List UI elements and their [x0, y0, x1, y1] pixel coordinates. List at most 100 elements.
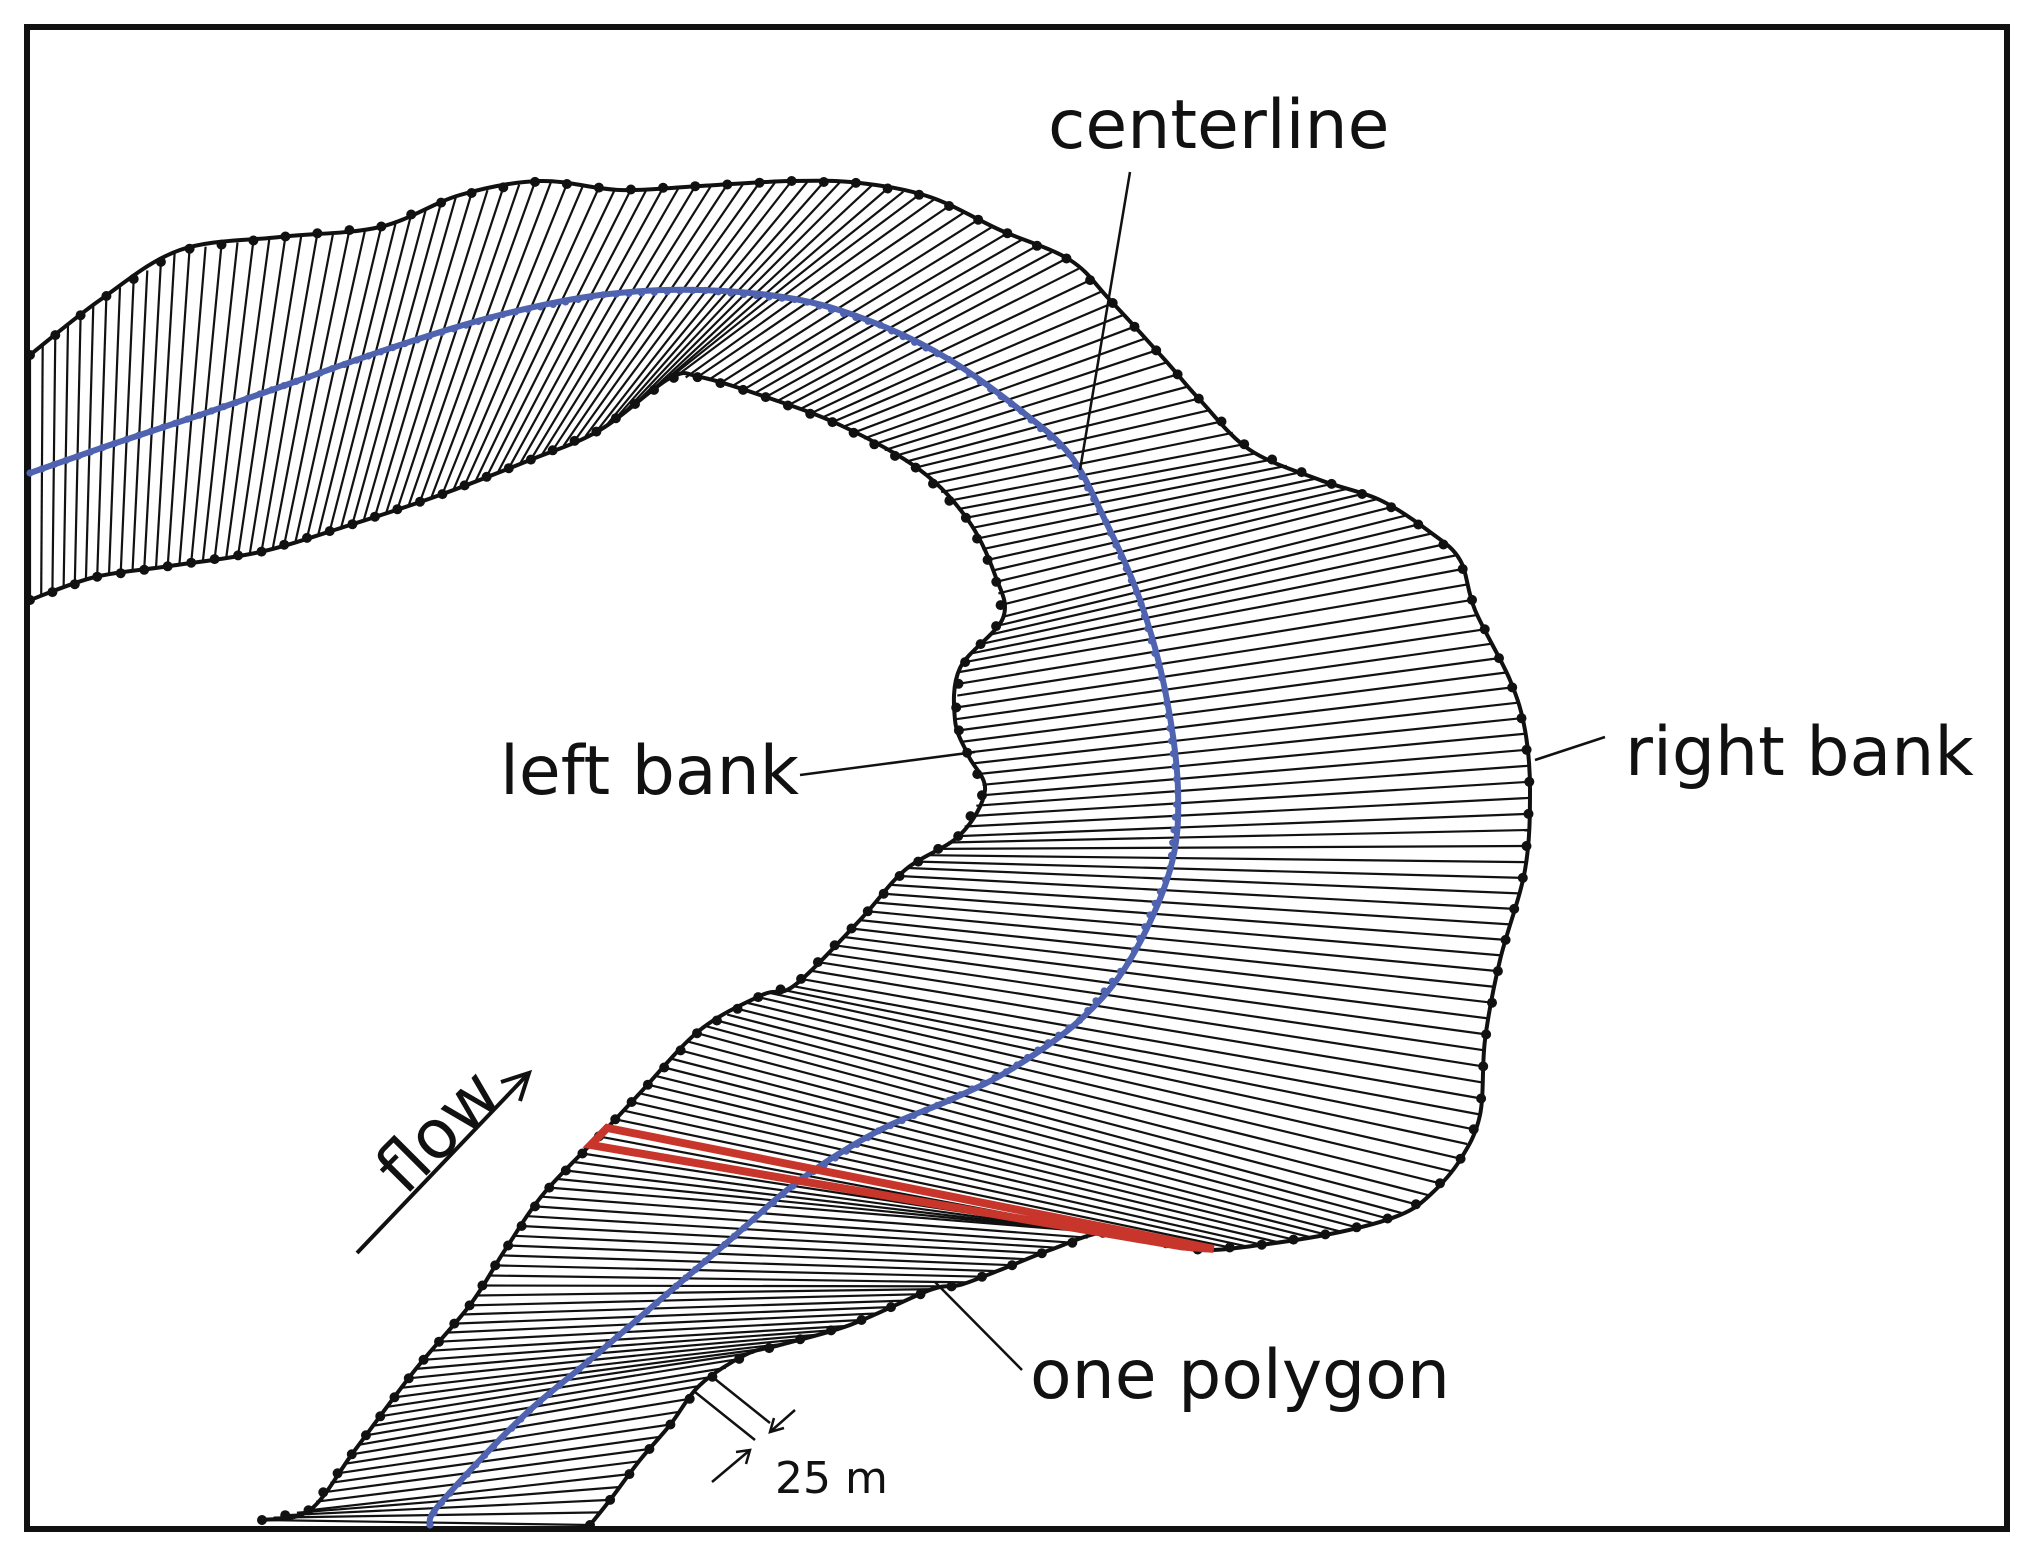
transect-line [623, 1109, 1246, 1248]
centerline-vertex [1147, 637, 1155, 645]
centerline-vertex [888, 327, 896, 335]
transect-line [430, 181, 552, 499]
bank-vertex [434, 1336, 444, 1347]
transect-line [423, 1329, 832, 1361]
transect-line [988, 532, 1432, 637]
bank-vertex [1457, 564, 1468, 574]
transect-line [972, 554, 1456, 655]
bank-vertex [642, 1079, 653, 1090]
bank-vertex [953, 725, 964, 736]
centerline-vertex [38, 465, 46, 473]
centerline-vertex [545, 1390, 554, 1398]
transect-line [631, 1100, 1262, 1246]
centerline-vertex [945, 355, 953, 364]
bank-vertex [585, 1520, 595, 1530]
centerline-vertex [1084, 1007, 1092, 1015]
centerline-vertex [1065, 450, 1073, 458]
transect-line [662, 190, 904, 384]
bank-vertex [862, 906, 873, 917]
transect-line [726, 1013, 1430, 1197]
bank-vertex [392, 504, 403, 515]
bank-vertex [464, 1300, 475, 1311]
bank-vertex [303, 1505, 314, 1516]
transect-line [501, 1254, 998, 1273]
centerline-vertex [638, 289, 646, 297]
transect-line [469, 1293, 921, 1307]
centerline-vertex [1171, 762, 1179, 771]
transect-line [737, 1007, 1441, 1185]
bank-vertex [1351, 1222, 1362, 1233]
centerline-vertex [574, 295, 582, 303]
bank-vertex [324, 526, 335, 537]
bank-vertex [544, 1182, 555, 1193]
bank-vertex [913, 856, 924, 867]
bank-vertex [569, 435, 580, 446]
bank-vertex [1481, 1029, 1492, 1040]
flow-arrow [355, 1069, 533, 1255]
transect-line [918, 860, 1523, 879]
transect-line [330, 1435, 661, 1484]
bank-vertex [406, 209, 417, 220]
transect-line [615, 181, 825, 419]
transect-line [680, 1049, 1357, 1229]
bank-vertex [593, 182, 604, 193]
bank-vertex [101, 291, 112, 301]
transect-line [1000, 506, 1392, 607]
transect-line [529, 185, 697, 461]
bank-vertex [1061, 253, 1072, 264]
centerline-vertex [536, 303, 545, 311]
centerline-vertex [280, 382, 288, 390]
transect-line [976, 764, 1529, 807]
centerline-vertex [159, 423, 167, 431]
centerline-vertex [364, 352, 373, 360]
transect-line [980, 543, 1444, 646]
centerline-vertex [244, 394, 252, 402]
bank-vertex [946, 1281, 957, 1292]
transect-line [308, 1473, 630, 1512]
transect-line [337, 1423, 671, 1475]
centerline-vertex [328, 365, 336, 373]
transect-line [954, 642, 1492, 721]
bank-vertex [953, 831, 964, 842]
transect-line [534, 1205, 1073, 1244]
diagram-border [24, 24, 2010, 1532]
bank-vertex [977, 1271, 987, 1282]
bank-vertex [503, 463, 514, 474]
transect-line [119, 278, 135, 574]
centerline-vertex [689, 286, 697, 294]
centerline-vertex [730, 1232, 739, 1240]
transect-line [798, 267, 1080, 411]
bank-vertices [25, 176, 1535, 1530]
centerline-vertex [740, 290, 748, 298]
centerline-vertex [1100, 987, 1108, 995]
bank-vertex [953, 678, 964, 689]
transect-line [995, 523, 1419, 628]
transect-line [294, 228, 367, 542]
centerline-vertex [612, 290, 620, 298]
centerline-vertex [899, 333, 907, 341]
transect-line [461, 1299, 906, 1316]
transect-line [248, 234, 303, 554]
bank-vertex [1524, 776, 1535, 787]
transect-line [482, 1284, 952, 1288]
right-bank-leader [1534, 735, 1606, 762]
transect-line [688, 1040, 1373, 1224]
bank-vertex [826, 1325, 837, 1336]
transect-line [328, 214, 413, 532]
transect-line [820, 290, 1102, 420]
centerline-vertex [1151, 649, 1159, 657]
transect-line [842, 935, 1490, 1020]
transect-line [476, 1288, 936, 1297]
transect-line [867, 910, 1499, 973]
bank-vertex [1411, 1199, 1421, 1210]
centerline-vertex [62, 456, 70, 464]
transect-line [463, 187, 600, 486]
centerline-vertex [1161, 686, 1169, 694]
bank-vertex [1107, 298, 1118, 308]
centerline-vertex [430, 1509, 438, 1517]
centerline-vertex [682, 1274, 690, 1282]
bank-vertex [910, 462, 921, 473]
bank-vertex [1386, 502, 1397, 513]
bank-vertex [644, 1444, 655, 1454]
centerline-vertex [472, 1461, 480, 1469]
